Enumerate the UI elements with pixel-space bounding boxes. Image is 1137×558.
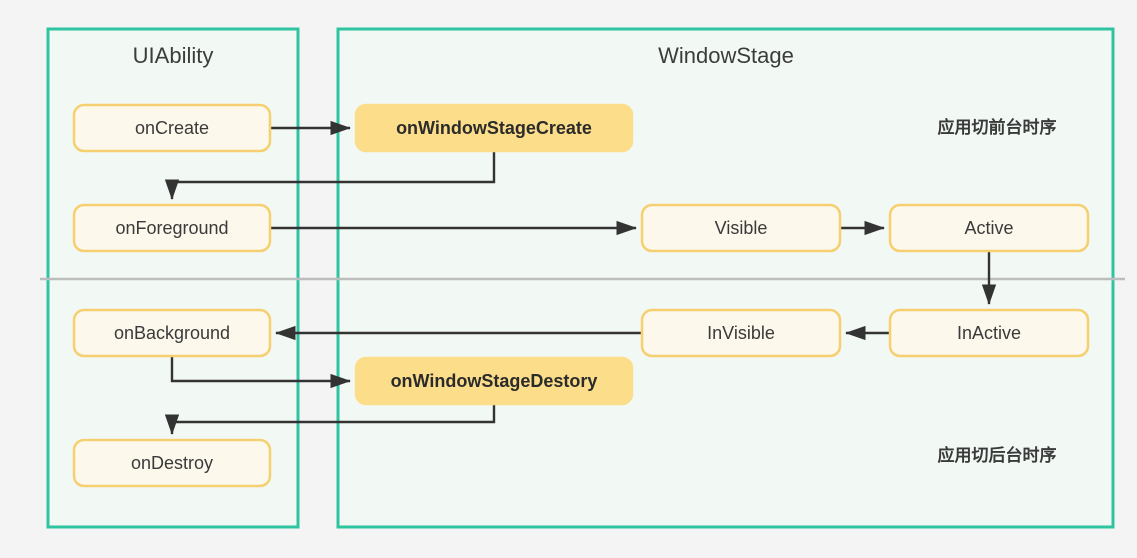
node-box-on-foreground [72,203,272,253]
node-in-visible[interactable]: InVisible [640,308,842,358]
node-in-active[interactable]: InActive [888,308,1090,358]
edge-on-window-stage-destory-to-on-destroy [164,404,496,435]
node-on-foreground[interactable]: onForeground [72,203,272,253]
node-box-active [888,203,1090,253]
node-box-on-window-stage-create [354,103,634,153]
foreground-sequence-note: 应用切前台时序 [938,117,1057,138]
node-label-in-visible: InVisible [707,323,775,343]
node-box-on-create [72,103,272,153]
node-on-background[interactable]: onBackground [72,308,272,358]
node-on-window-stage-create[interactable]: onWindowStageCreate [354,103,634,153]
node-label-on-window-stage-create: onWindowStageCreate [396,118,592,138]
node-box-on-destroy [72,438,272,488]
nodes-group: onCreate onWindowStageCreate onForeground V… [72,103,1090,488]
node-label-active: Active [964,218,1013,238]
node-box-visible [640,203,842,253]
node-label-visible: Visible [715,218,768,238]
node-label-on-foreground: onForeground [115,218,228,238]
edge-on-window-stage-create-to-on-foreground [164,151,496,200]
node-box-on-window-stage-destory [354,356,634,406]
node-box-in-active [888,308,1090,358]
node-label-in-active: InActive [957,323,1021,343]
node-visible[interactable]: Visible [640,203,842,253]
edge-on-background-to-on-window-stage-destory [170,356,351,389]
node-active[interactable]: Active [888,203,1090,253]
node-on-create[interactable]: onCreate [72,103,272,153]
edges-group [164,120,997,435]
node-label-on-window-stage-destory: onWindowStageDestory [391,371,598,391]
node-label-on-background: onBackground [114,323,230,343]
panel-title-windowstage: WindowStage [658,43,794,68]
panel-title-uiability: UIAbility [133,43,214,68]
background-sequence-note: 应用切后台时序 [938,445,1057,466]
node-label-on-destroy: onDestroy [131,453,213,473]
node-box-in-visible [640,308,842,358]
node-box-on-background [72,308,272,358]
node-on-window-stage-destory[interactable]: onWindowStageDestory [354,356,634,406]
node-on-destroy[interactable]: onDestroy [72,438,272,488]
node-label-on-create: onCreate [135,118,209,138]
